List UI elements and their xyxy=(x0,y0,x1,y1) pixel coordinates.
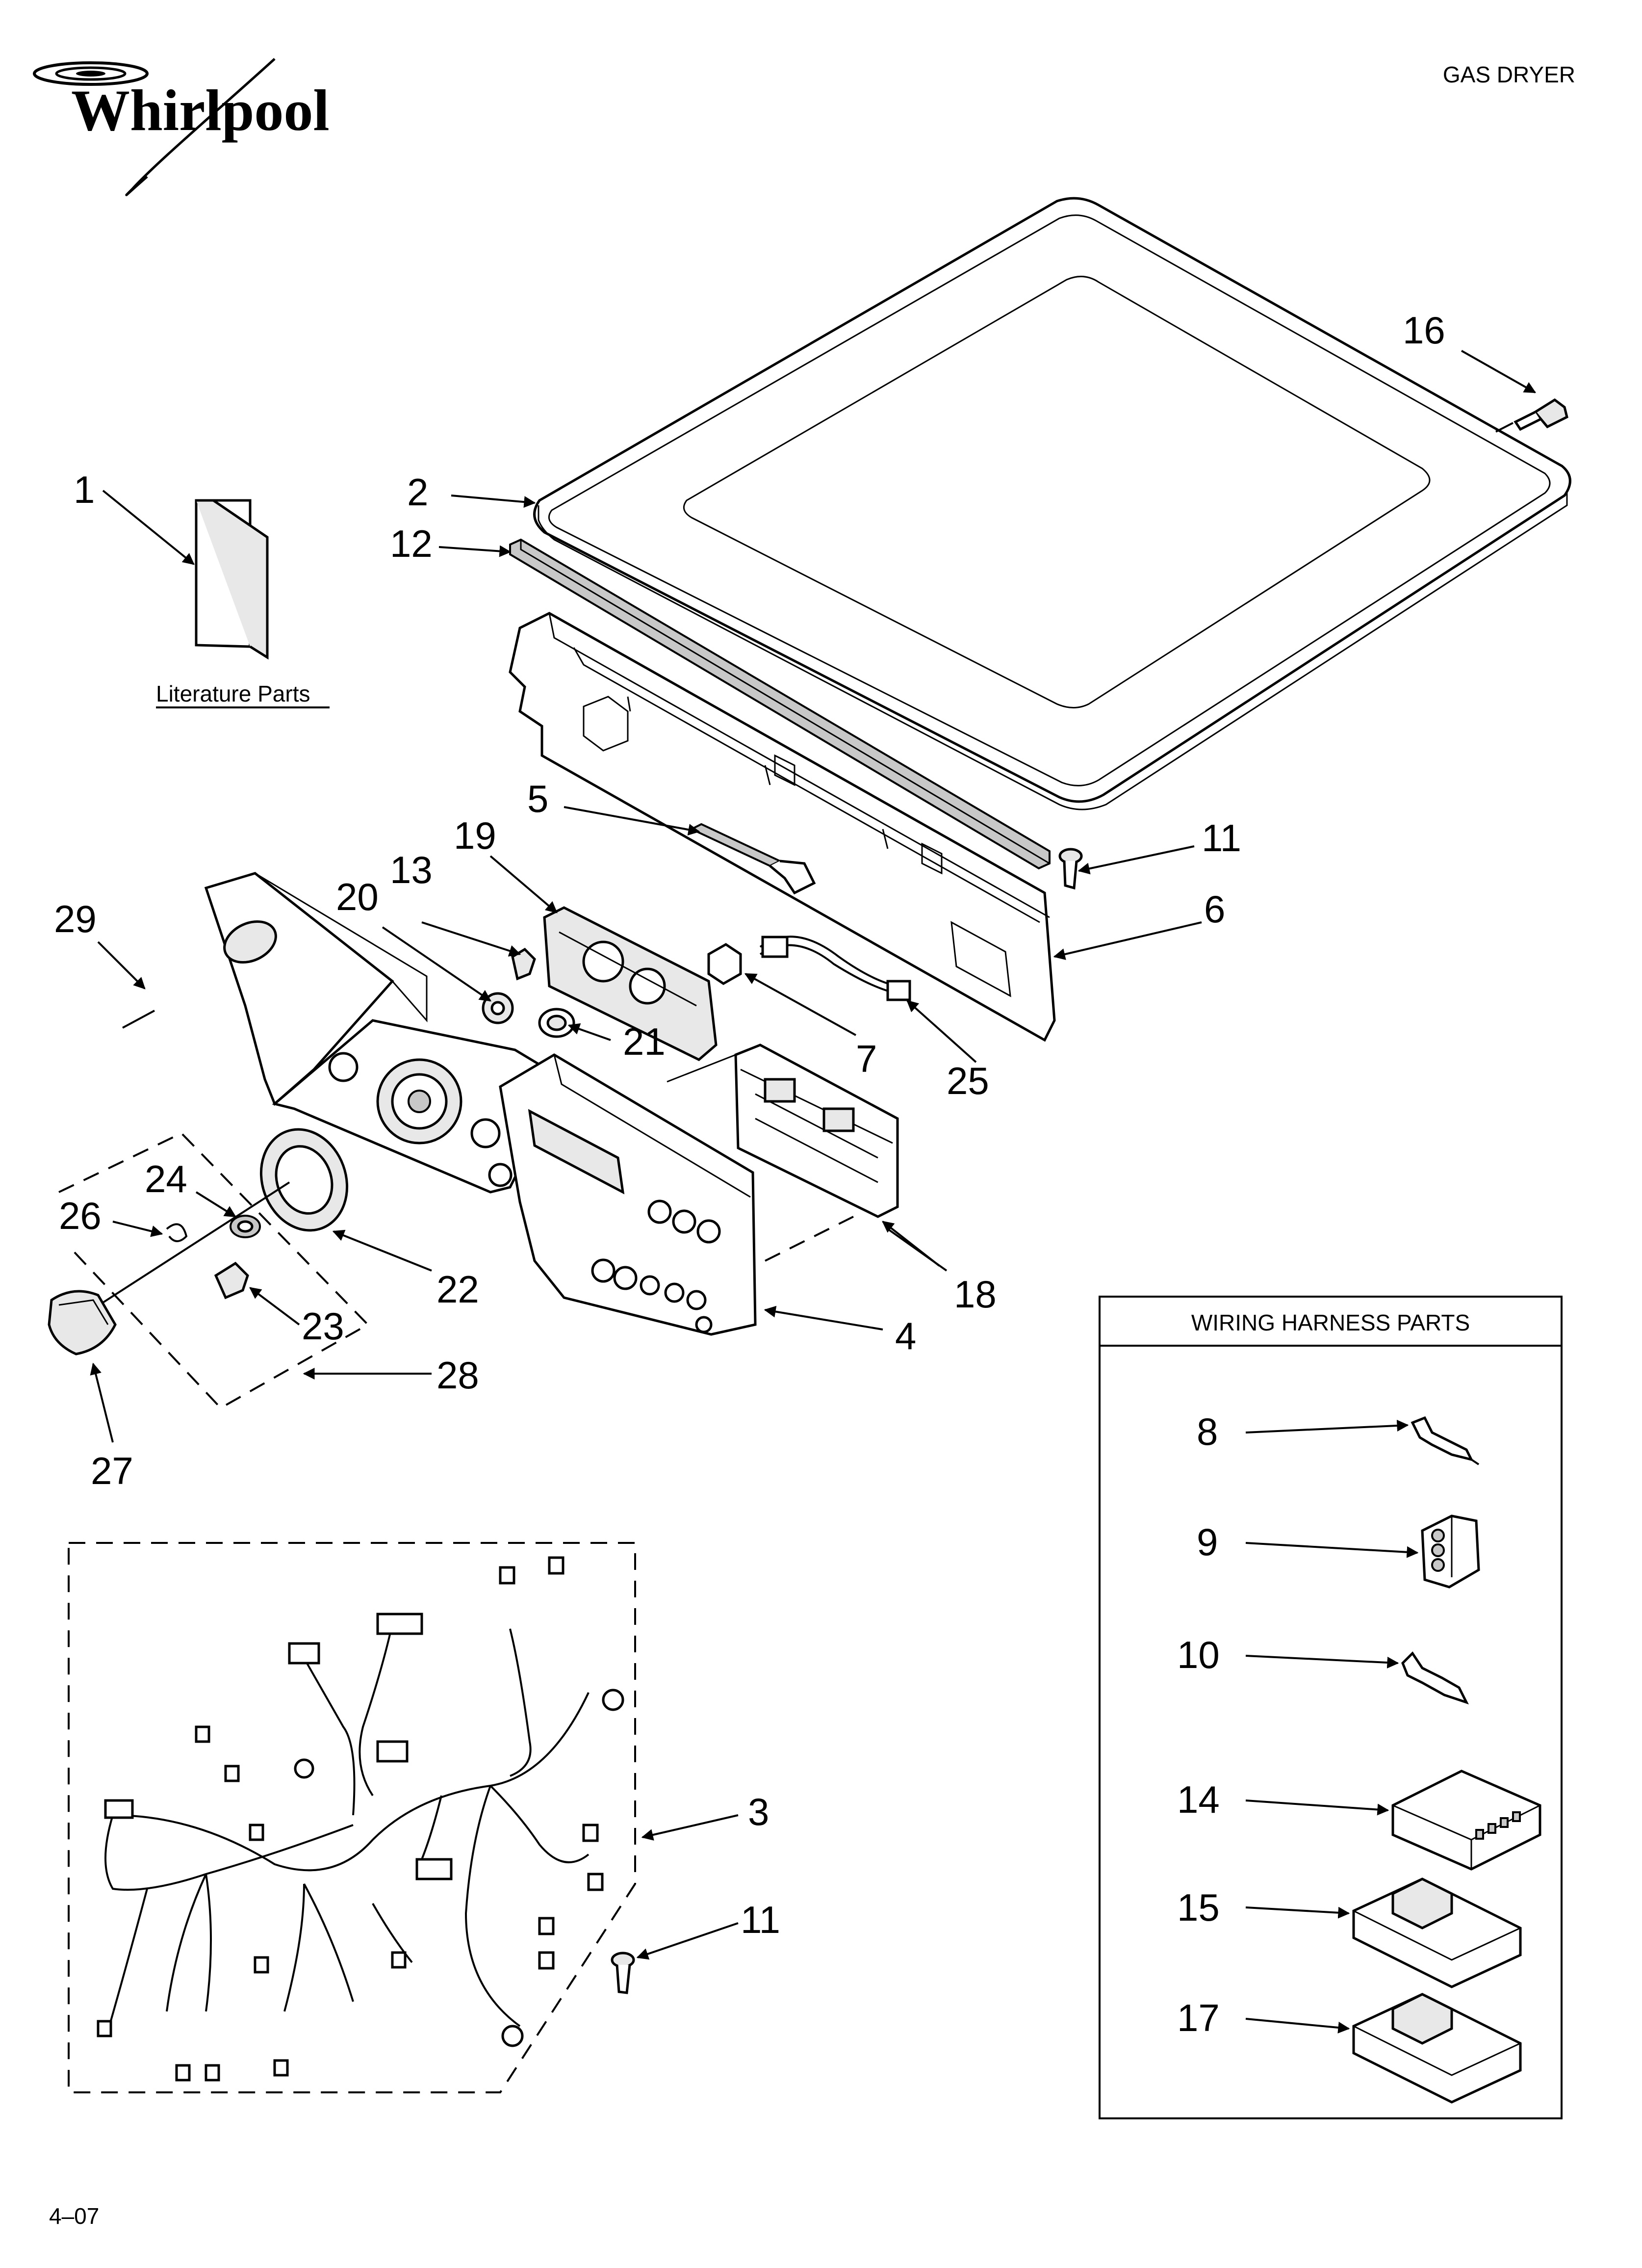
screw-16 xyxy=(1514,398,1568,431)
bushing-21 xyxy=(538,1008,575,1038)
callout-20: 20 xyxy=(336,875,379,918)
callout-24: 24 xyxy=(145,1157,187,1200)
callout-27: 27 xyxy=(91,1449,133,1492)
callout-11-upper: 11 xyxy=(1202,816,1241,860)
callout-28: 28 xyxy=(436,1354,479,1397)
callout-11-lower: 11 xyxy=(741,1898,780,1941)
callout-19: 19 xyxy=(454,814,496,857)
callout-8: 8 xyxy=(1197,1410,1218,1453)
callout-7: 7 xyxy=(856,1037,877,1080)
callout-3: 3 xyxy=(748,1790,769,1833)
console-bracket xyxy=(509,612,1056,1042)
callout-10: 10 xyxy=(1177,1633,1220,1676)
callout-18: 18 xyxy=(954,1273,997,1316)
control-board-18 xyxy=(734,1043,899,1218)
callout-16: 16 xyxy=(1403,309,1445,352)
screw-11-upper xyxy=(1058,848,1083,890)
harness-25 xyxy=(759,936,911,1001)
page-title: GAS DRYER xyxy=(1443,62,1575,87)
callout-17: 17 xyxy=(1177,1996,1220,2039)
main-wire-harness xyxy=(97,1556,624,2082)
callout-13: 13 xyxy=(390,848,433,891)
date-code: 4–07 xyxy=(49,2203,99,2229)
spring-24 xyxy=(230,1215,261,1238)
literature-label: Literature Parts xyxy=(156,681,310,706)
knob-ring-22 xyxy=(259,1128,349,1232)
callout-29: 29 xyxy=(54,897,97,940)
leader-lines xyxy=(90,350,1537,2033)
callout-21: 21 xyxy=(623,1020,666,1063)
control-panel-base xyxy=(272,1019,566,1194)
callout-14: 14 xyxy=(1177,1778,1220,1821)
whirlpool-logo: Whirlpool xyxy=(33,58,330,196)
ui-board-19 xyxy=(543,906,718,1061)
callout-26: 26 xyxy=(59,1194,102,1237)
knob-kit-outline xyxy=(58,1132,370,1409)
housing-15 xyxy=(1352,1877,1522,1988)
wiring-parts-box xyxy=(1099,1296,1563,2119)
cable-tie xyxy=(689,823,816,895)
knob-axis xyxy=(102,1181,290,1303)
callout-1: 1 xyxy=(74,468,95,511)
clip-26 xyxy=(166,1223,188,1242)
callout-23: 23 xyxy=(302,1304,344,1348)
terminal-8 xyxy=(1411,1416,1480,1465)
callout-4: 4 xyxy=(895,1314,916,1357)
top-panel xyxy=(533,197,1571,810)
board-dash-line xyxy=(765,1216,854,1262)
housing-17 xyxy=(1352,1993,1522,2104)
callout-6: 6 xyxy=(1204,887,1225,931)
front-console-panel xyxy=(499,1053,757,1336)
callout-5: 5 xyxy=(527,777,548,820)
harness-outline xyxy=(68,1542,636,2093)
callout-25: 25 xyxy=(947,1059,989,1102)
knob-insert-13 xyxy=(511,947,536,981)
connector-9 xyxy=(1421,1514,1480,1589)
callout-22: 22 xyxy=(436,1268,479,1311)
callout-2: 2 xyxy=(407,470,428,514)
housing-14 xyxy=(1391,1770,1541,1871)
callout-12: 12 xyxy=(390,522,433,565)
literature-booklet xyxy=(195,499,269,660)
terminal-10 xyxy=(1401,1651,1469,1705)
callout-9: 9 xyxy=(1197,1520,1218,1564)
screw-11-lower xyxy=(611,1952,635,1994)
knob-27 xyxy=(48,1290,117,1356)
wiring-box-title: WIRING HARNESS PARTS xyxy=(1191,1310,1470,1335)
led-23 xyxy=(214,1261,249,1300)
callout-labels: 1 2 3 4 5 6 7 8 9 10 11 11 12 13 14 15 1… xyxy=(54,309,1445,2039)
board-guide-line xyxy=(667,1054,736,1083)
callout-15: 15 xyxy=(1177,1886,1220,1929)
connector-7 xyxy=(707,943,742,985)
logo-wordmark: Whirlpool xyxy=(71,78,330,143)
